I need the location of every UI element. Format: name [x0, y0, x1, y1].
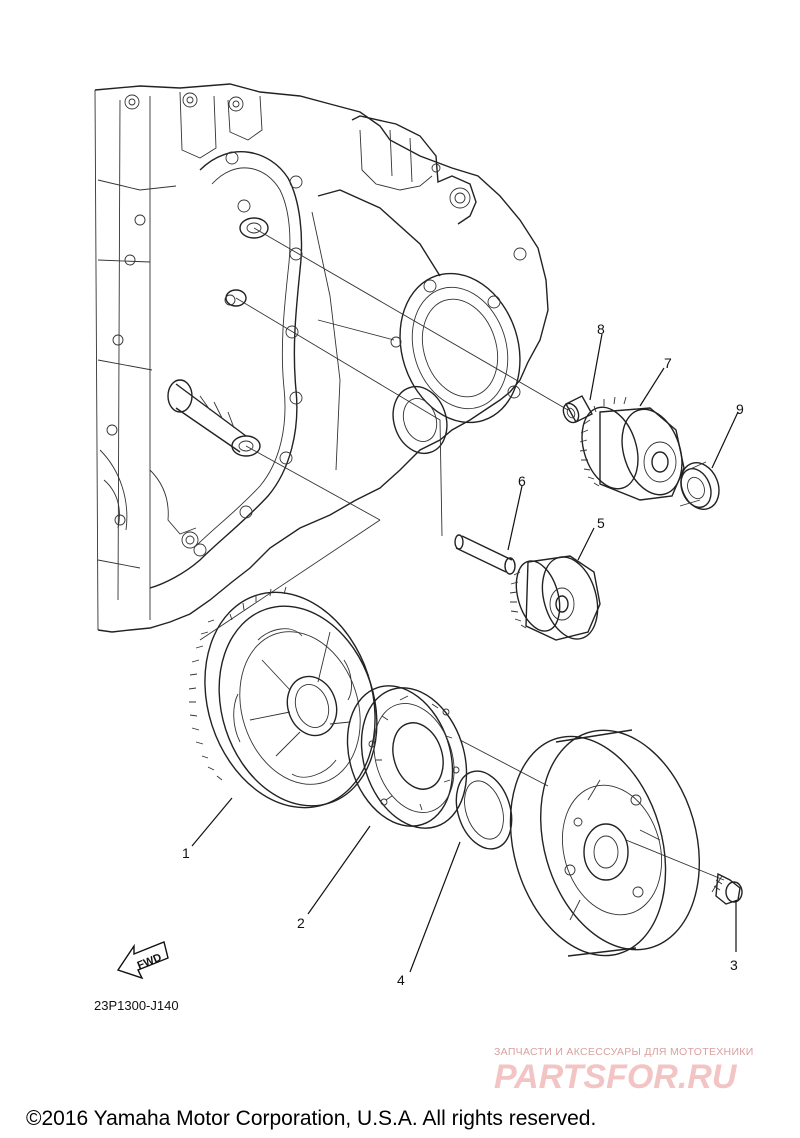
- crankcase-drawing: [94, 83, 549, 633]
- part-3-bolt: [711, 872, 743, 905]
- callout-5: 5: [597, 515, 605, 531]
- flywheel-rotor: [509, 729, 701, 957]
- assembly-lines: [199, 227, 725, 881]
- part-2-starter-clutch: [346, 685, 468, 829]
- callout-7: 7: [664, 355, 672, 371]
- watermark-tagline: ЗАПЧАСТИ И АКСЕССУАРЫ ДЛЯ МОТОТЕХНИКИ: [494, 1046, 754, 1058]
- callout-2: 2: [297, 915, 305, 931]
- part-4-washer: [455, 770, 513, 850]
- diagram-code: 23P1300-J140: [94, 998, 179, 1013]
- watermark-logo: PARTSFOR.RU: [494, 1058, 738, 1096]
- callout-leaders: [191, 333, 739, 973]
- callout-4: 4: [397, 972, 405, 988]
- part-7-idle-gear: [579, 396, 685, 501]
- callout-6: 6: [518, 473, 526, 489]
- part-8-bearing: [562, 395, 593, 424]
- part-6-shaft: [454, 534, 516, 575]
- copyright-notice: ©2016 Yamaha Motor Corporation, U.S.A. A…: [26, 1107, 596, 1130]
- fwd-arrow-icon: FWD: [116, 941, 169, 980]
- callout-labels: 1 2 3 4 5 6 7 8 9: [182, 321, 744, 988]
- watermark: ЗАПЧАСТИ И АКСЕССУАРЫ ДЛЯ МОТОТЕХНИКИ PA…: [494, 1046, 754, 1096]
- callout-1: 1: [182, 845, 190, 861]
- callout-8: 8: [597, 321, 605, 337]
- part-9-bearing: [679, 461, 720, 510]
- callout-9: 9: [736, 401, 744, 417]
- part-1-driven-gear: [188, 586, 378, 809]
- part-5-idle-gear: [509, 555, 601, 641]
- callout-3: 3: [730, 957, 738, 973]
